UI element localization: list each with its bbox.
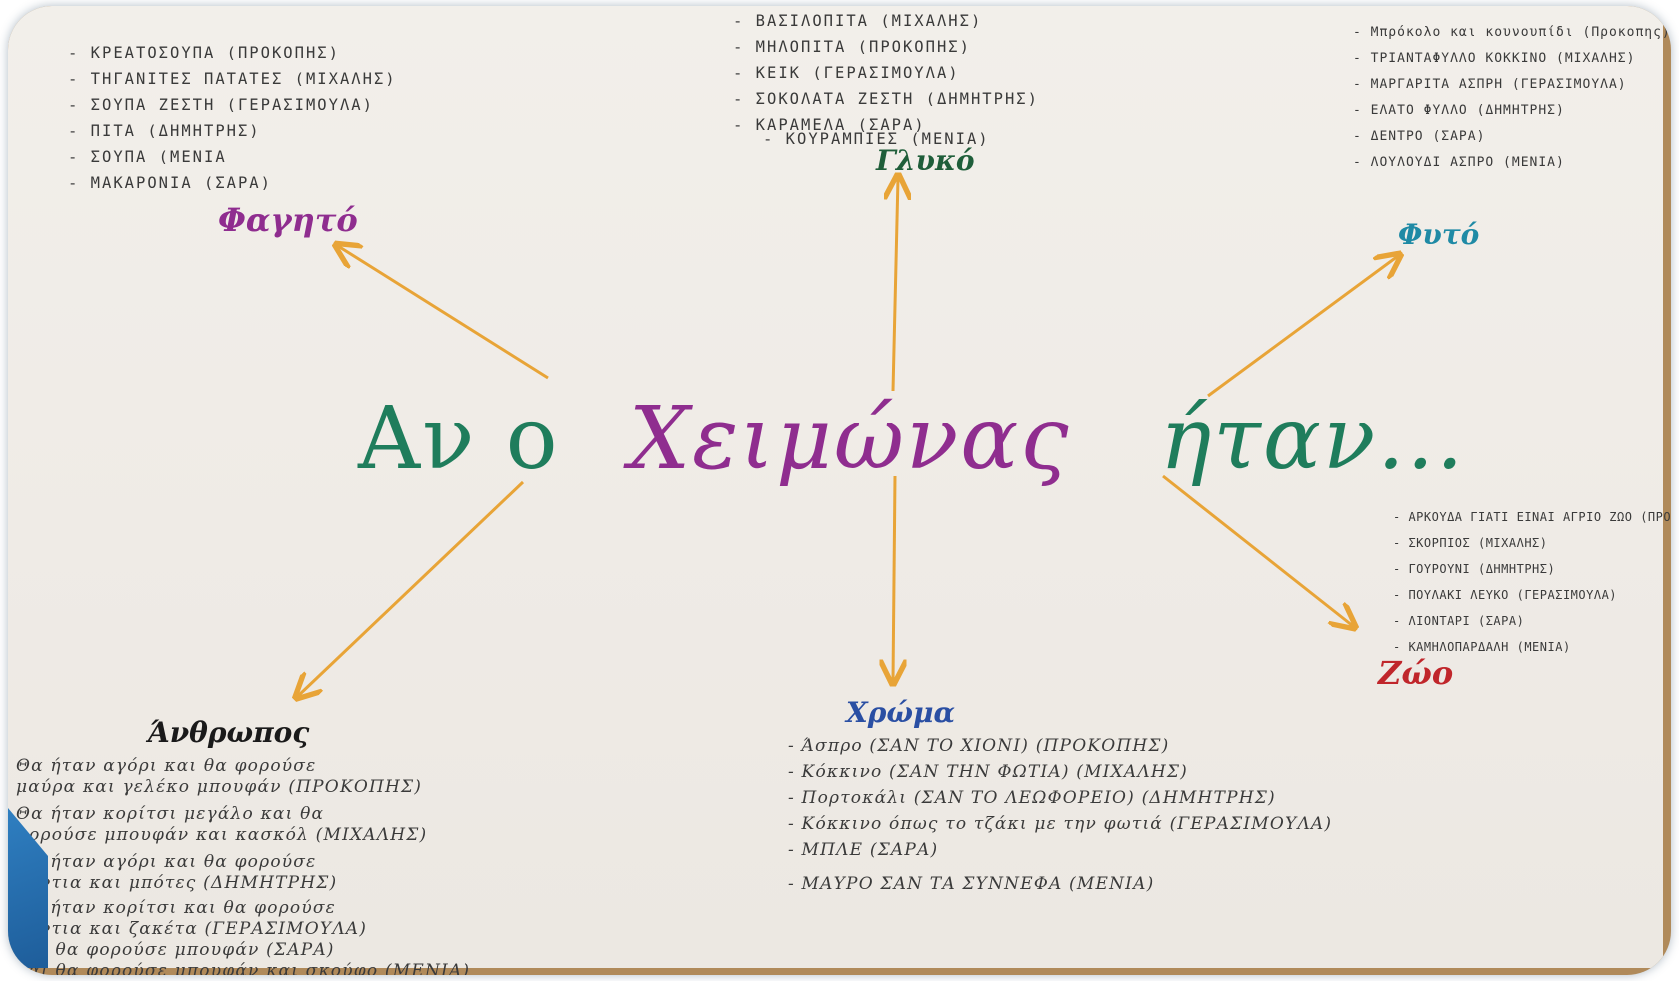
futo-list: - Μπρόκολο και κουνουπίδι (Προκοπης) - Τ…	[1353, 20, 1671, 176]
category-futo-label: Φυτό	[1398, 218, 1480, 251]
list-item: - ΛΙΟΝΤΑΡΙ (ΣΑΡΑ)	[1393, 614, 1525, 628]
zwo-list: - ΑΡΚΟΥΔΑ ΓΙΑΤΙ ΕΙΝΑΙ ΑΓΡΙΟ ΖΩΟ (ΠΡΟΚΟΠΗ…	[1393, 504, 1671, 660]
list-item: - ΚΟΥΡΑΜΠΙΕΣ (ΜΕΝΙΑ)	[763, 130, 990, 148]
list-item: - ΜΑΚΑΡΟΝΙΑ (ΣΑΡΑ)	[68, 174, 272, 192]
category-zwo-label: Ζώο	[1378, 654, 1454, 692]
list-item: - ΣΚΟΡΠΙΟΣ (ΜΙΧΑΛΗΣ)	[1393, 536, 1548, 550]
list-item: - ΣΟΥΠΑ (ΜΕΝΙΑ	[68, 148, 227, 166]
xrwma-list: - Άσπρο (ΣΑΝ ΤΟ ΧΙΟΝΙ) (ΠΡΟΚΟΠΗΣ) - Κόκκ…	[788, 733, 1332, 897]
arrow-to-gluko	[893, 178, 898, 392]
list-item: - ΠΟΥΛΑΚΙ ΛΕΥΚΟ (ΓΕΡΑΣΙΜΟΥΛΑ)	[1393, 588, 1618, 602]
photo-frame: Αν ο Χειμώνας ήταν... - ΚΡΕΑΤΟΣΟΥΠΑ (ΠΡΟ…	[8, 6, 1671, 975]
list-item: Θα ήταν κορίτσι και θα φορούσε	[16, 898, 336, 918]
list-item: και θα φορούσε μπουφάν (ΣΑΡΑ)	[16, 940, 335, 960]
arrows-layer	[8, 6, 1663, 968]
list-item: - ΣΟΚΟΛΑΤΑ ΖΕΣΤΗ (ΔΗΜΗΤΡΗΣ)	[733, 90, 1039, 108]
list-item: - ΚΡΕΑΤΟΣΟΥΠΑ (ΠΡΟΚΟΠΗΣ)	[68, 44, 340, 62]
list-item: - Άσπρο (ΣΑΝ ΤΟ ΧΙΟΝΙ) (ΠΡΟΚΟΠΗΣ)	[788, 736, 1170, 756]
list-item: - ΕΛΑΤΟ ΦΥΛΛΟ (ΔΗΜΗΤΡΗΣ)	[1353, 103, 1565, 118]
list-item: - ΜΗΛΟΠΙΤΑ (ΠΡΟΚΟΠΗΣ)	[733, 38, 971, 56]
gluko-last-item-wrap: - ΚΟΥΡΑΜΠΙΕΣ (ΜΕΝΙΑ)	[763, 126, 990, 152]
list-item: - Μπρόκολο και κουνουπίδι (Προκοπης)	[1353, 25, 1671, 40]
category-fagito-label: Φαγητό	[218, 201, 358, 239]
gluko-list-tail: - ΚΟΥΡΑΜΠΙΕΣ (ΜΕΝΙΑ)	[763, 126, 990, 152]
list-item: - ΜΑΡΓΑΡΙΤΑ ΑΣΠΡΗ (ΓΕΡΑΣΙΜΟΥΛΑ)	[1353, 77, 1627, 92]
list-item: γάντια και ζακέτα (ΓΕΡΑΣΙΜΟΥΛΑ)	[16, 919, 368, 939]
list-item: φορούσε μπουφάν και κασκόλ (ΜΙΧΑΛΗΣ)	[16, 825, 428, 845]
list-item: - ΜΠΛΕ (ΣΑΡΑ)	[788, 840, 939, 860]
category-xrwma-label: Χρώμα	[846, 696, 956, 729]
list-item: - ΚΑΡΑΜΕΛΑ (ΣΑΡΑ)	[733, 116, 926, 134]
list-item: γάντια και μπότες (ΔΗΜΗΤΡΗΣ)	[16, 873, 338, 893]
central-title: Αν ο Χειμώνας ήταν...	[358, 396, 1465, 482]
fagito-list: - ΚΡΕΑΤΟΣΟΥΠΑ (ΠΡΟΚΟΠΗΣ) - ΤΗΓΑΝΙΤΕΣ ΠΑΤ…	[68, 40, 397, 196]
list-item: Θα ήταν αγόρι και θα φορούσε	[16, 756, 317, 776]
list-item: και θα φορούσε μπουφάν και σκούφο (ΜΕΝΙΑ…	[16, 961, 471, 975]
anthropos-list: Θα ήταν αγόρι και θα φορούσε μαύρα και γ…	[16, 756, 470, 975]
list-item: - ΛΟΥΛΟΥΔΙ ΑΣΠΡΟ (ΜΕΝΙΑ)	[1353, 155, 1565, 170]
arrow-to-zwo	[1162, 474, 1353, 626]
list-item: - ΑΡΚΟΥΔΑ ΓΙΑΤΙ ΕΙΝΑΙ ΑΓΡΙΟ ΖΩΟ (ΠΡΟΚΟΠΗ…	[1393, 510, 1671, 524]
list-item: - ΚΑΜΗΛΟΠΑΡΔΑΛΗ (ΜΕΝΙΑ)	[1393, 640, 1571, 654]
list-item: Θα ήταν κορίτσι μεγάλο και θα	[16, 804, 325, 824]
category-gluko-label: Γλυκό	[876, 144, 975, 177]
list-item: - ΒΑΣΙΛΟΠΙΤΑ (ΜΙΧΑΛΗΣ)	[733, 12, 983, 30]
list-item: - ΚΕΙΚ (ΓΕΡΑΣΙΜΟΥΛΑ)	[733, 64, 960, 82]
list-item: - ΜΑΥΡΟ ΣΑΝ ΤΑ ΣΥΝΝΕΦΑ (ΜΕΝΙΑ)	[788, 874, 1155, 894]
arrow-to-fagito	[338, 246, 549, 380]
arrow-to-anthropos	[298, 480, 525, 696]
list-item: - ΠΙΤΑ (ΔΗΜΗΤΡΗΣ)	[68, 122, 261, 140]
list-item: - Κόκκινο όπως το τζάκι με την φωτιά (ΓΕ…	[788, 814, 1333, 834]
list-item: - ΔΕΝΤΡΟ (ΣΑΡΑ)	[1353, 129, 1486, 144]
title-part-1: Αν ο	[358, 389, 560, 489]
list-item: Θα ήταν αγόρι και θα φορούσε	[16, 852, 317, 872]
list-item: - ΤΗΓΑΝΙΤΕΣ ΠΑΤΑΤΕΣ (ΜΙΧΑΛΗΣ)	[68, 70, 397, 88]
title-part-3: ήταν...	[1159, 389, 1466, 489]
list-item: - ΤΡΙΑΝΤΑΦΥΛΛΟ ΚΟΚΚΙΝΟ (ΜΙΧΑΛΗΣ)	[1353, 51, 1636, 66]
list-item: - ΣΟΥΠΑ ΖΕΣΤΗ (ΓΕΡΑΣΙΜΟΥΛΑ)	[68, 96, 374, 114]
arrow-to-xrwma	[893, 475, 895, 681]
list-item: - Πορτοκάλι (ΣΑΝ ΤΟ ΛΕΩΦΟΡΕΙΟ) (ΔΗΜΗΤΡΗΣ…	[788, 788, 1276, 808]
poster-paper: Αν ο Χειμώνας ήταν... - ΚΡΕΑΤΟΣΟΥΠΑ (ΠΡΟ…	[8, 6, 1671, 975]
gluko-list: - ΒΑΣΙΛΟΠΙΤΑ (ΜΙΧΑΛΗΣ) - ΜΗΛΟΠΙΤΑ (ΠΡΟΚΟ…	[733, 8, 1039, 138]
list-item: μαύρα και γελέκο μπουφάν (ΠΡΟΚΟΠΗΣ)	[16, 777, 423, 797]
arrow-to-futo	[1207, 256, 1398, 398]
category-anthropos-label: Άνθρωπος	[148, 716, 310, 749]
list-item: - ΓΟΥΡΟΥΝΙ (ΔΗΜΗΤΡΗΣ)	[1393, 562, 1556, 576]
list-item: - Κόκκινο (ΣΑΝ ΤΗΝ ΦΩΤΙΑ) (ΜΙΧΑΛΗΣ)	[788, 762, 1188, 782]
title-part-2: Χειμώνας	[628, 389, 1071, 489]
